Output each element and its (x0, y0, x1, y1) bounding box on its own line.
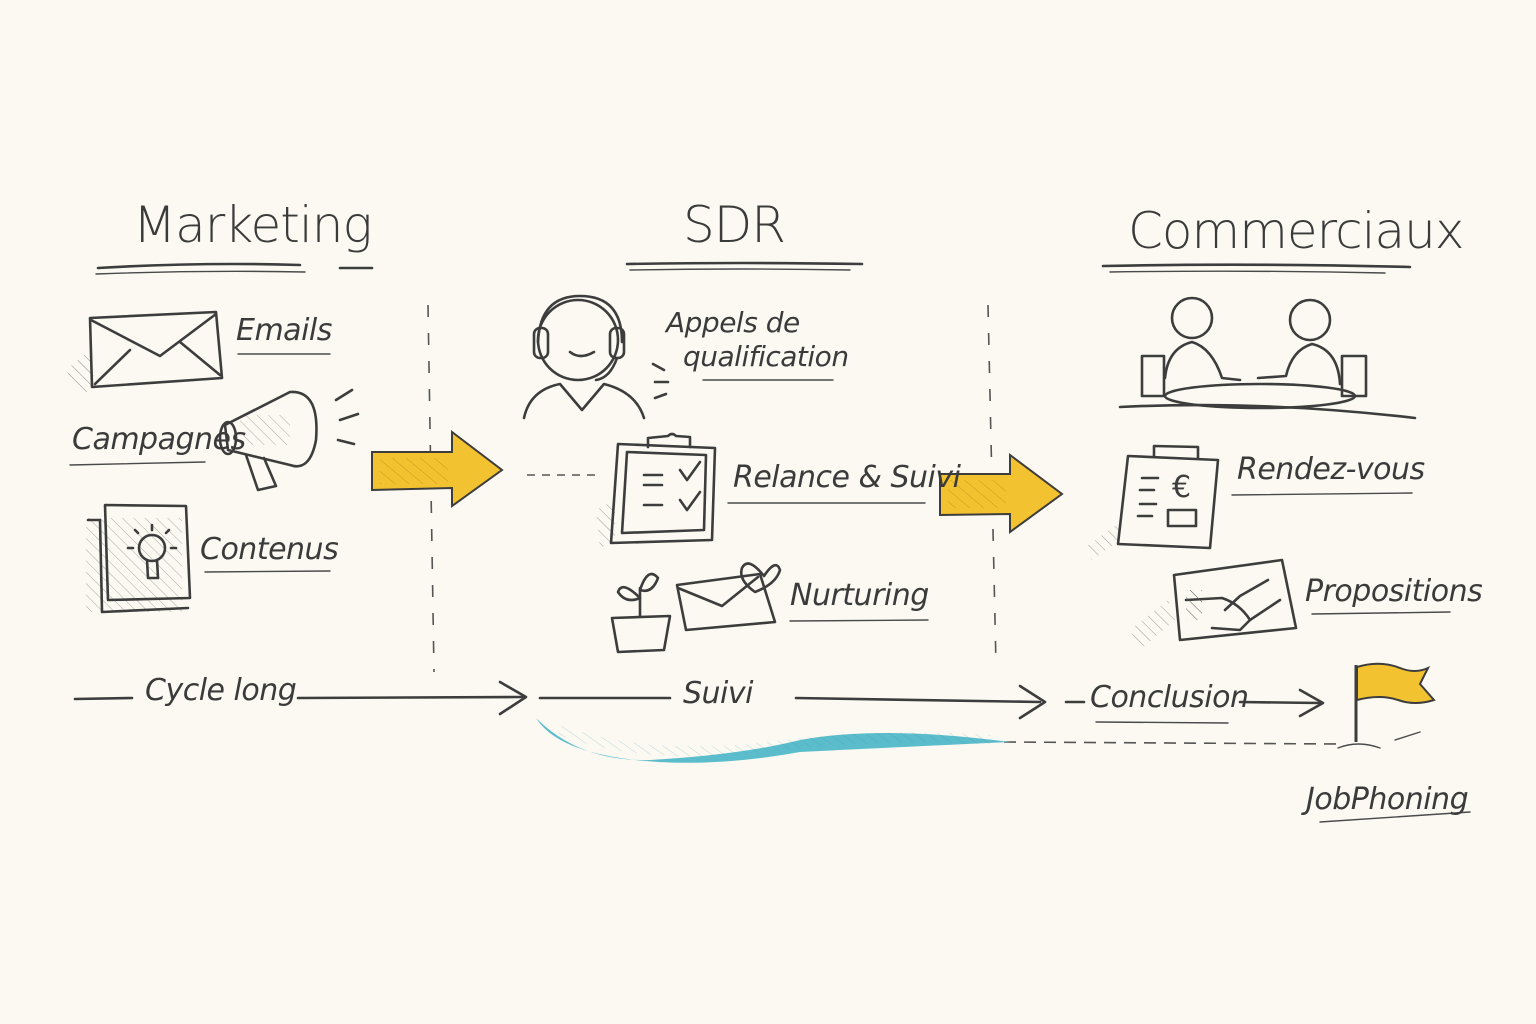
svg-text:€: € (1172, 470, 1191, 505)
column-dividers (427, 304, 997, 673)
column-title-sdr: SDR (683, 196, 786, 254)
handshake-icon (1130, 558, 1298, 650)
item-label-appels-line1: Appels de (666, 306, 800, 339)
lightbulb-document-icon (86, 503, 192, 614)
plant-and-heart-envelope-icon (610, 562, 782, 654)
envelope-icon (66, 310, 224, 395)
timeline-arrows (73, 680, 1341, 745)
timeline-stage-conclusion: Conclusion (1090, 680, 1249, 715)
meeting-table-icon (1118, 296, 1417, 420)
timeline-stage-cycle-long: Cycle long (145, 673, 297, 708)
item-label-rendez-vous: Rendez-vous (1237, 452, 1425, 487)
label-underlines (69, 353, 1471, 823)
euro-invoice-icon: € (1084, 444, 1220, 560)
item-label-nurturing: Nurturing (790, 578, 929, 613)
megaphone-icon (218, 388, 360, 492)
item-label-propositions: Propositions (1305, 574, 1483, 609)
item-label-relance-suivi: Relance & Suivi (733, 460, 961, 495)
clipboard-checklist-icon (596, 432, 717, 548)
item-label-appels-line2: qualification (683, 340, 849, 373)
item-label-contenus: Contenus (200, 532, 339, 567)
flag-icon (1337, 662, 1436, 749)
blue-wave (536, 718, 1010, 763)
arrow-sdr-to-commerciaux (939, 453, 1064, 534)
timeline-stage-suivi: Suivi (683, 676, 753, 711)
column-title-marketing: Marketing (133, 196, 372, 254)
item-label-campagnes: Campagnes (72, 422, 246, 457)
title-underlines (95, 261, 1412, 275)
arrow-marketing-to-sdr (371, 429, 504, 508)
column-title-commerciaux: Commerciaux (1128, 202, 1464, 260)
item-label-emails: Emails (236, 313, 332, 348)
brand-label-jobphoning: JobPhoning (1306, 782, 1469, 817)
headset-agent-icon (522, 294, 670, 420)
